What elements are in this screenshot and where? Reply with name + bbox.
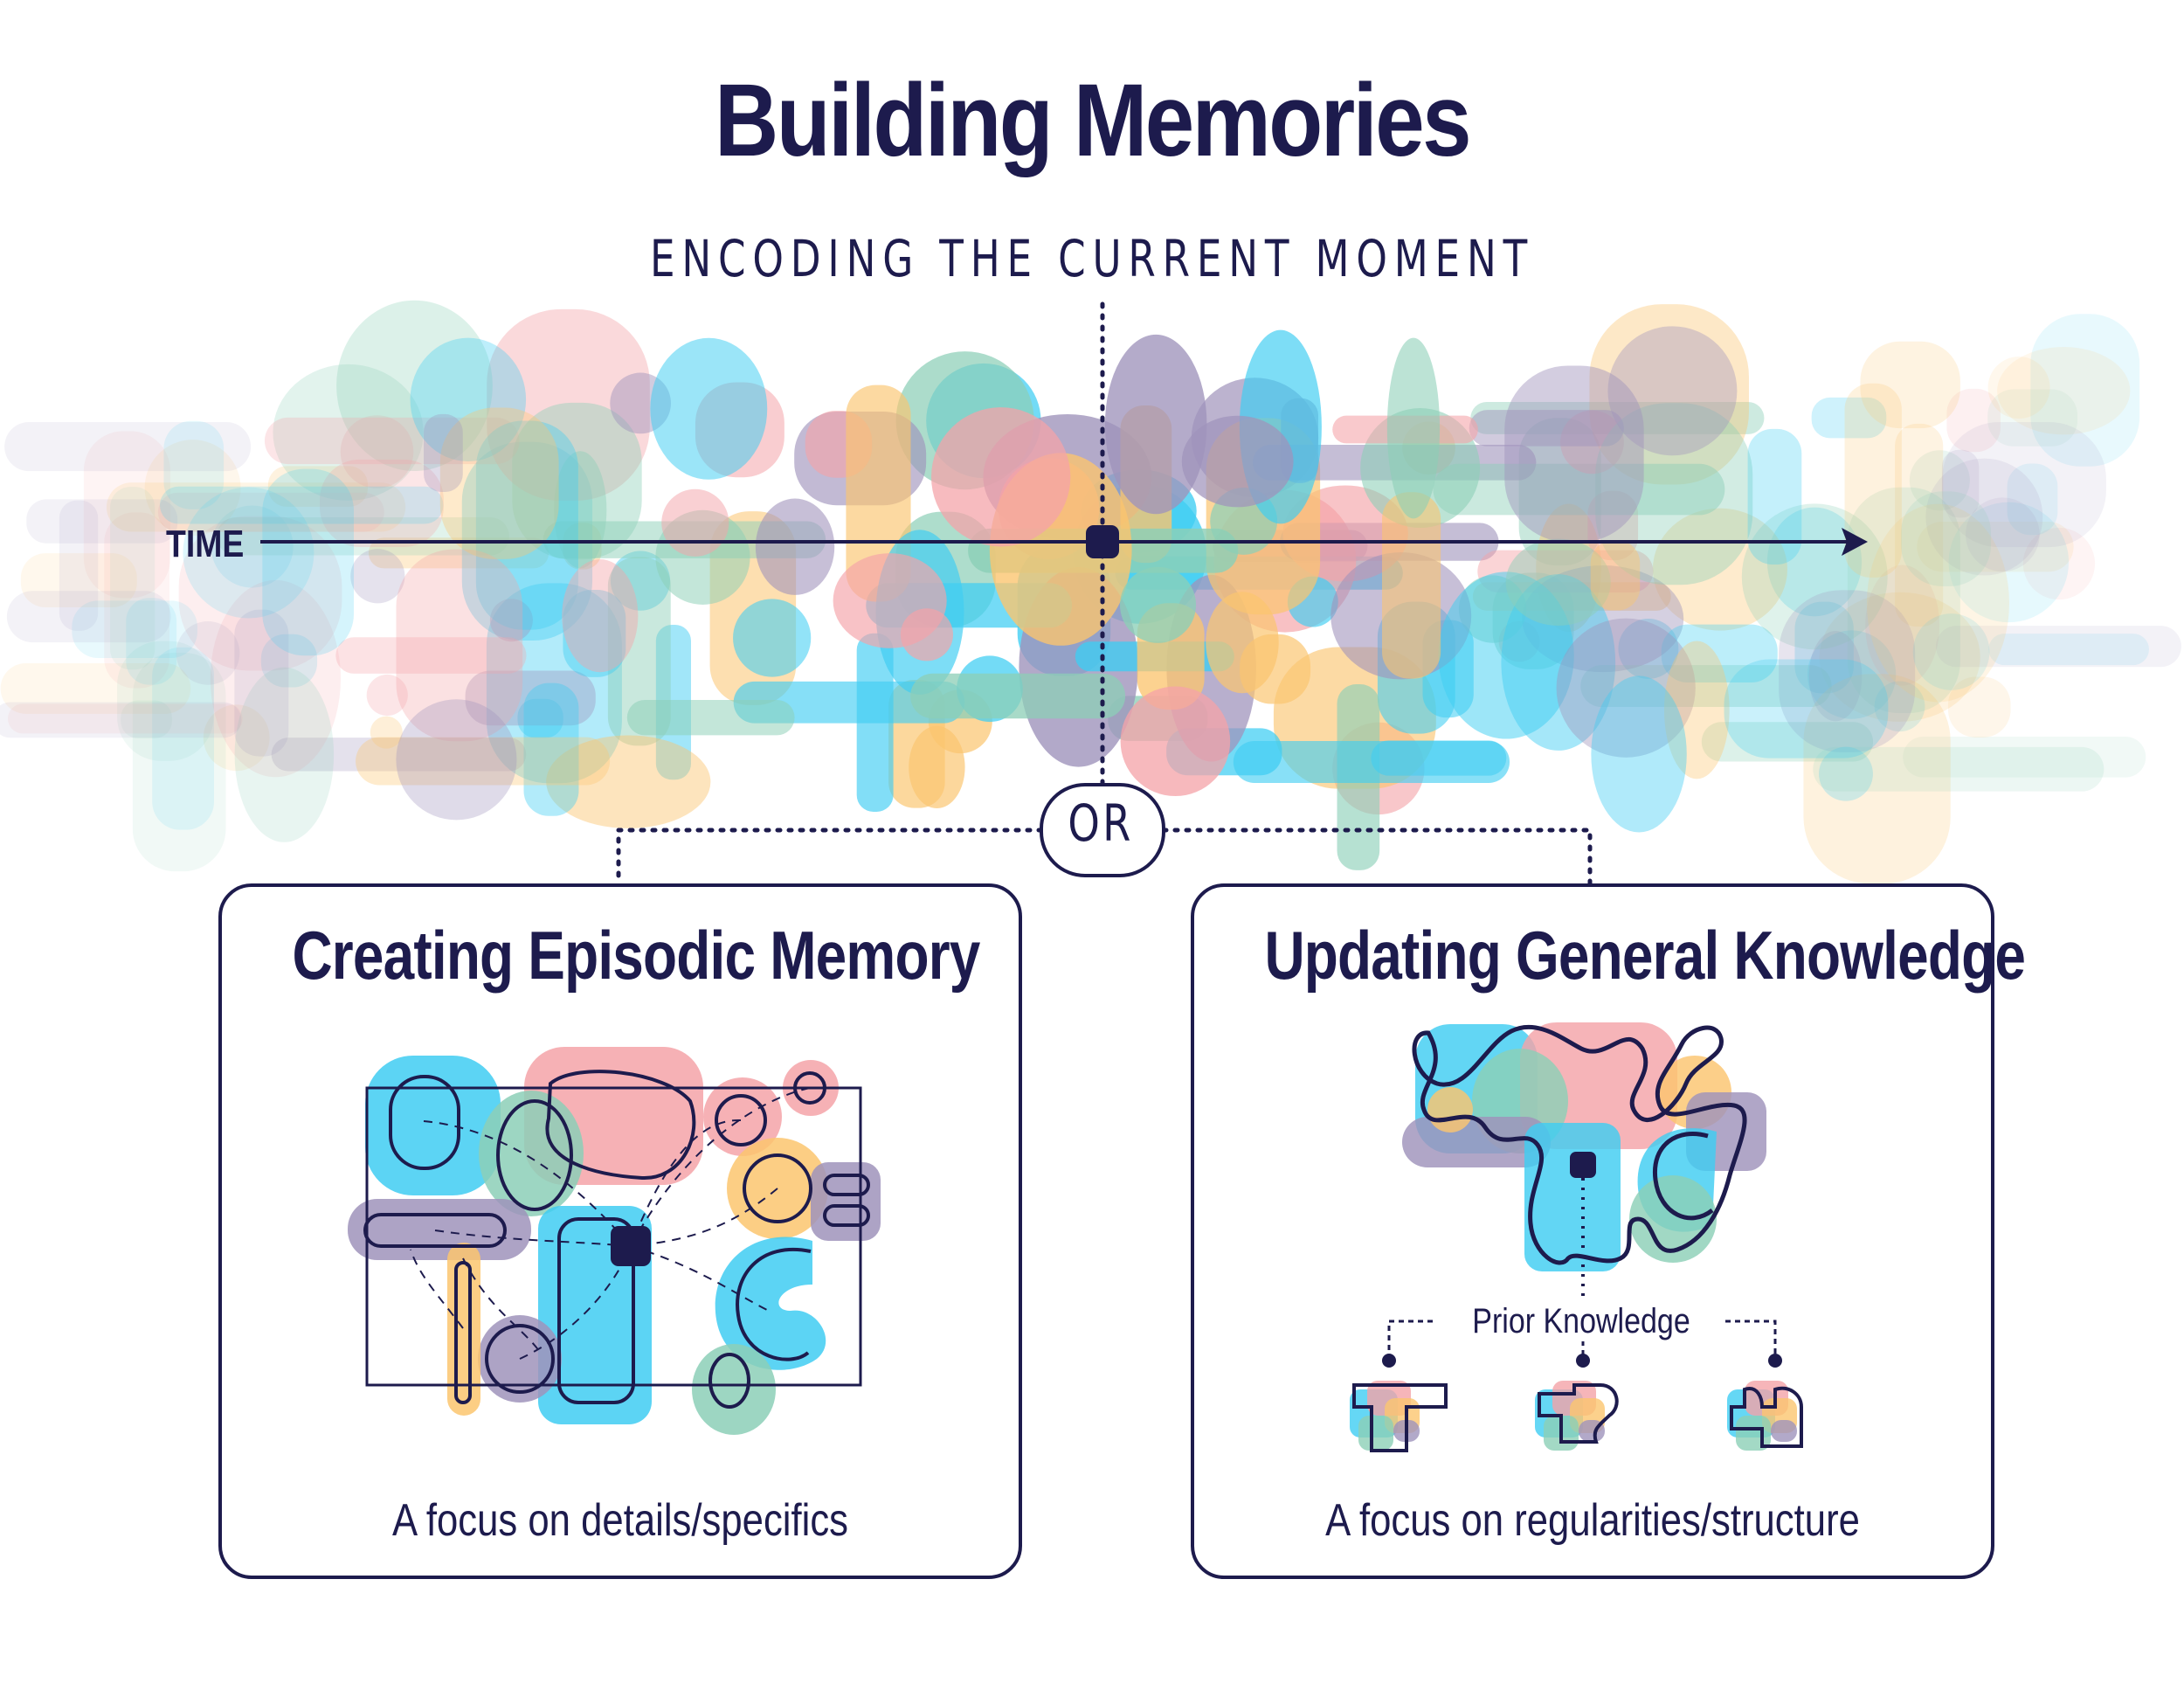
general-knowledge-title: Updating General Knowledge bbox=[1264, 916, 1920, 995]
episodic-center-node bbox=[611, 1226, 651, 1266]
episodic-memory-caption: A focus on details/specifics bbox=[284, 1494, 956, 1547]
or-label: OR bbox=[1052, 793, 1150, 853]
episodic-memory-illustration bbox=[348, 1047, 881, 1435]
general-knowledge-illustration bbox=[1350, 1022, 1801, 1451]
episodic-memory-title: Creating Episodic Memory bbox=[292, 916, 948, 995]
knowledge-center-node bbox=[1570, 1152, 1596, 1178]
time-axis-label: TIME bbox=[166, 523, 244, 566]
current-moment-marker bbox=[1086, 525, 1119, 558]
prior-knowledge-label: Prior Knowledge bbox=[1455, 1302, 1708, 1341]
general-knowledge-caption: A focus on regularities/structure bbox=[1256, 1494, 1928, 1547]
page-title: Building Memories bbox=[153, 61, 2031, 180]
page-subtitle: ENCODING THE CURRENT MOMENT bbox=[240, 229, 1944, 288]
